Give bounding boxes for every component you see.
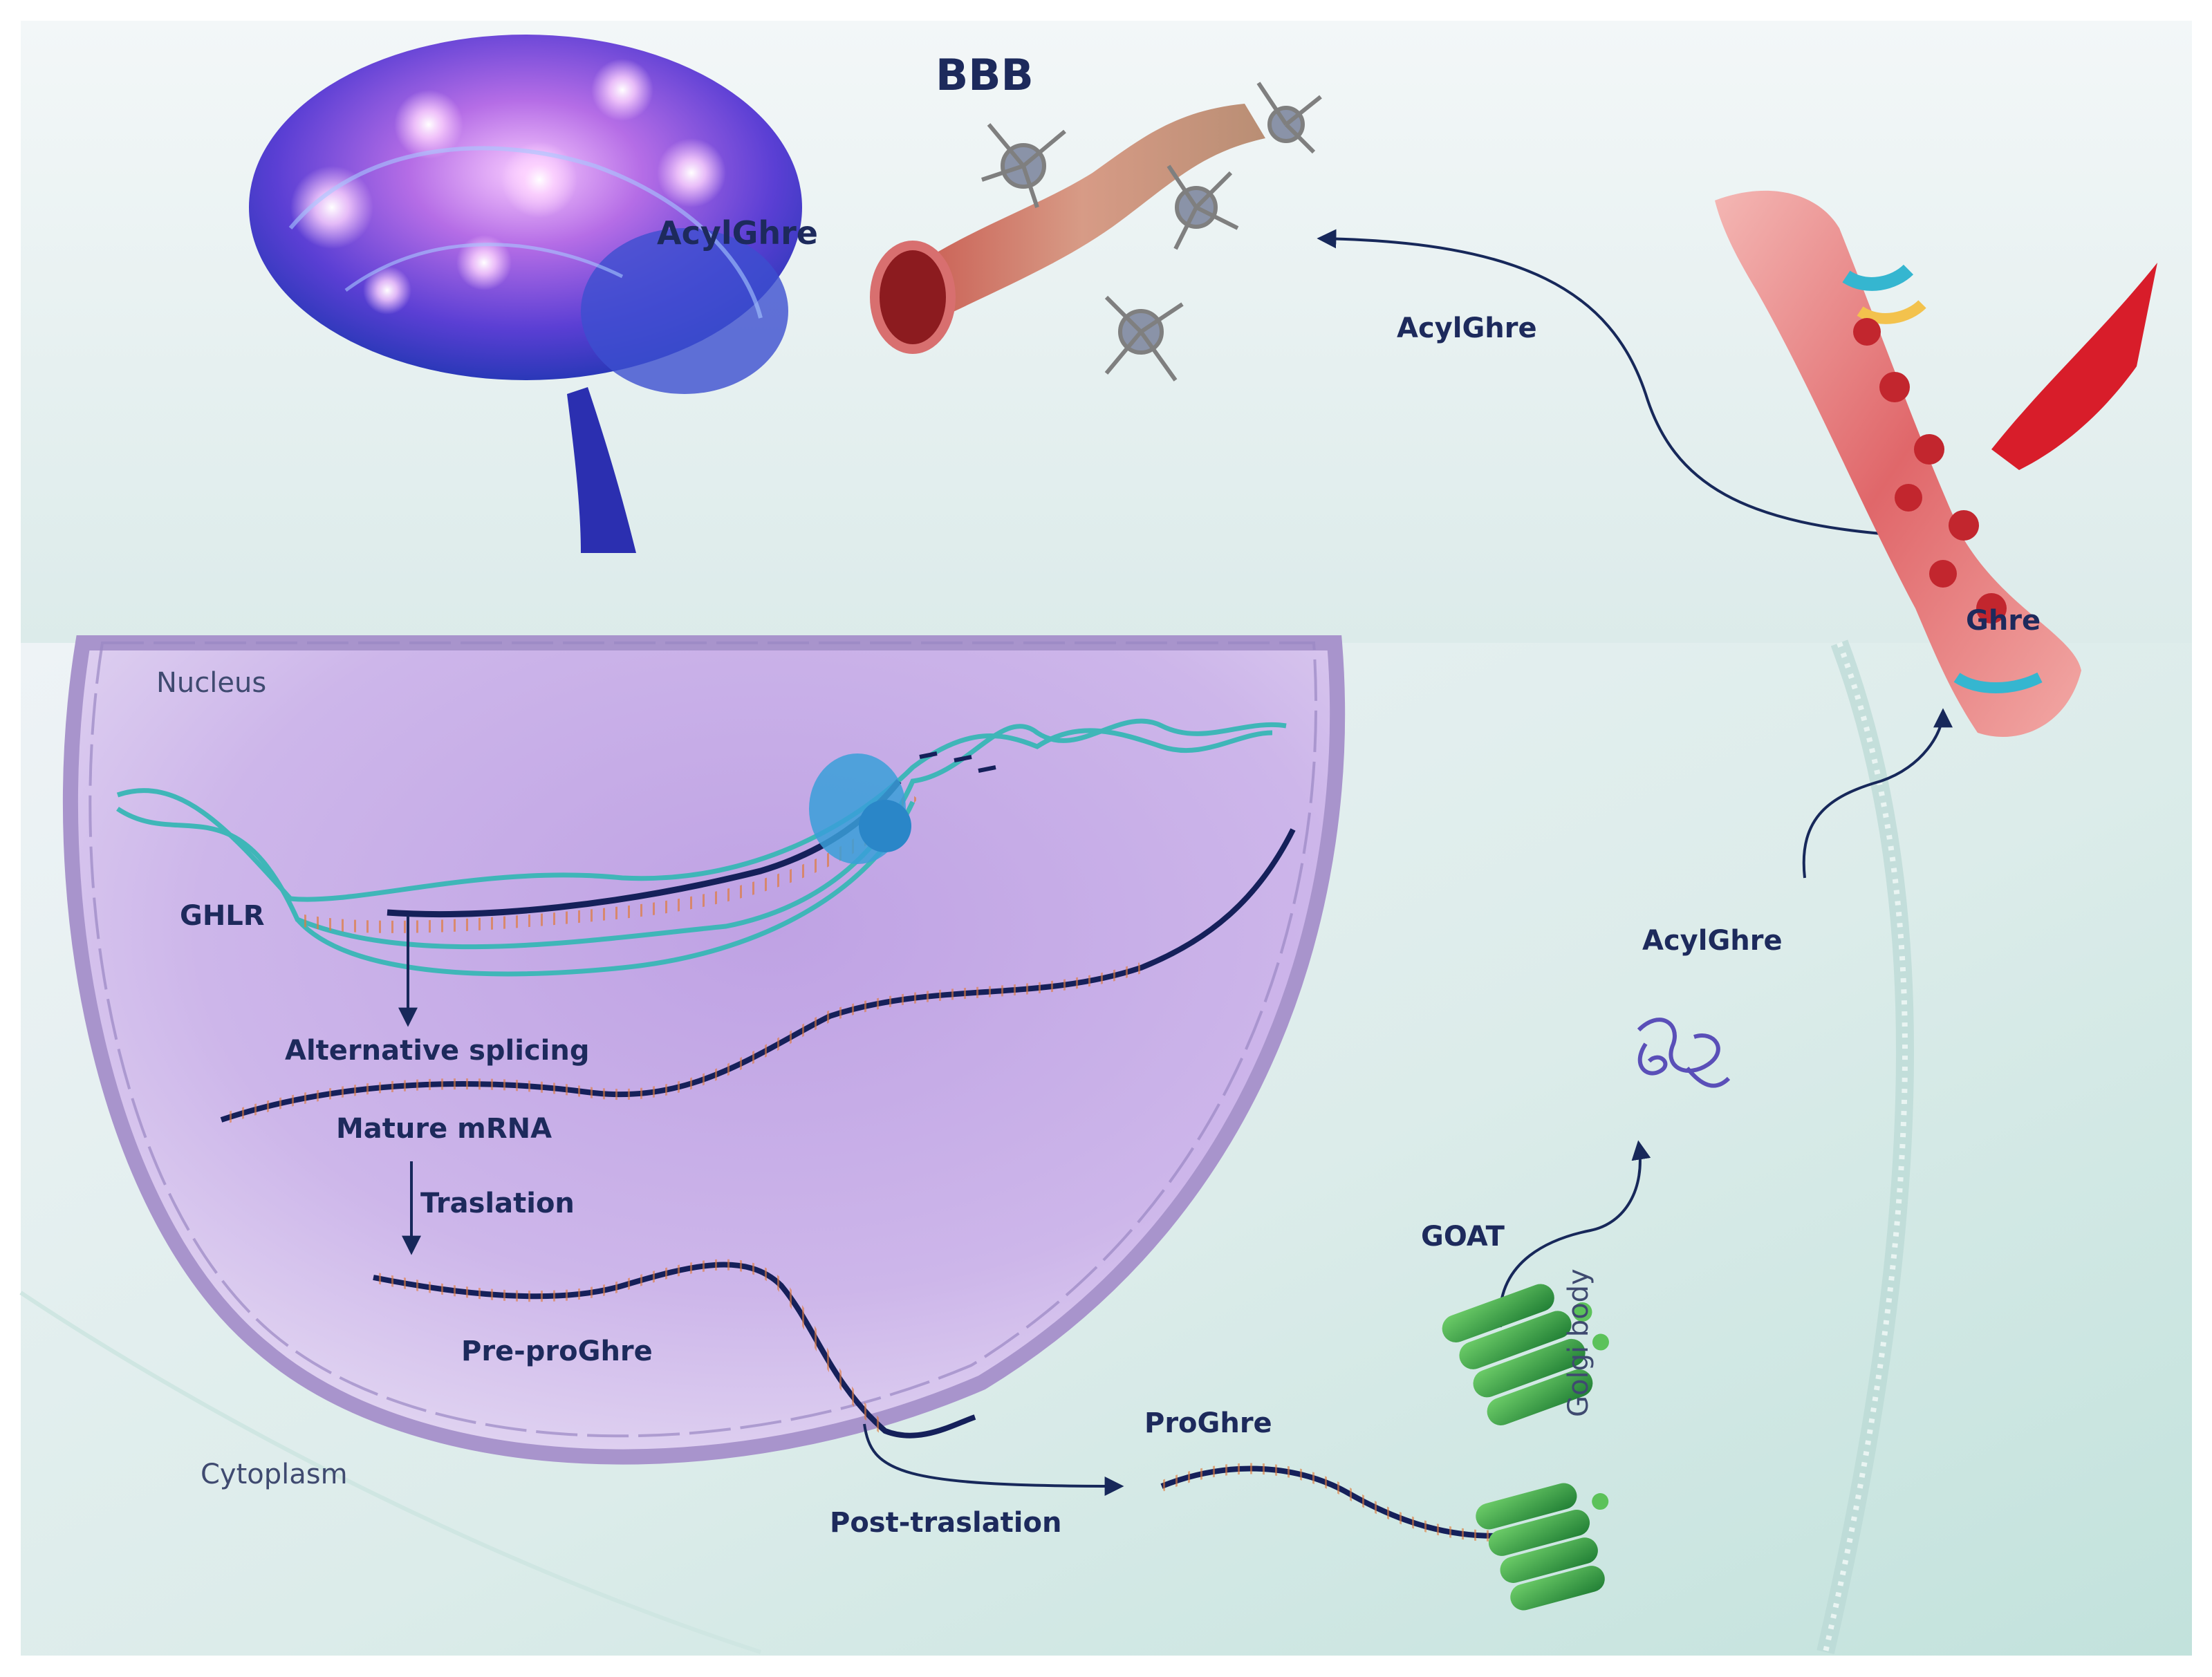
brain-illustration [249,35,802,553]
acylghre-arrow-label: AcylGhre [1397,312,1537,344]
acylghre-protein [1637,1018,1731,1088]
rna-polymerase-subunit [859,800,911,852]
blood-vessel [1715,190,2157,737]
arrow-acylghre-to-vessel [1802,708,1953,879]
arrow-golgi-to-acylghre [1498,1140,1651,1328]
golgi-body [1442,1284,1609,1611]
acylghre-cell-label: AcylGhre [1642,925,1783,957]
nucleotide-marks [919,751,996,773]
goat-label: GOAT [1421,1221,1505,1253]
bbb-vessel [870,82,1322,382]
cytoplasm-boundary [19,1291,761,1654]
arrow-post-traslation [863,1423,1124,1496]
bbb-label: BBB [936,50,1034,100]
proghre-label: ProGhre [1144,1407,1272,1439]
pre-proghre-label: Pre-proGhre [461,1336,653,1367]
cell-membrane [1816,639,1914,1654]
ghre-label: Ghre [1966,605,2041,637]
acylghre-brain-label: AcylGhre [657,214,819,252]
astrocyte [981,82,1322,382]
ghlr-label: GHLR [180,900,265,932]
nuclear-envelope-inner [89,641,1318,1438]
golgi-body-label: Golgi body [1563,1268,1595,1417]
post-traslation-label: Post-traslation [830,1507,1062,1539]
mature-mrna-label: Mature mRNA [336,1113,552,1145]
cytoplasm-label: Cytoplasm [201,1459,348,1490]
arrow-vessel-to-bbb [1317,229,1909,537]
nucleus-label: Nucleus [156,667,267,699]
flow-arrows [398,229,1953,1496]
alternative-splicing-label: Alternative splicing [285,1035,590,1067]
red-blood-cells [1853,318,2007,624]
nucleus [62,635,1346,1465]
traslation-label: Traslation [420,1188,575,1219]
